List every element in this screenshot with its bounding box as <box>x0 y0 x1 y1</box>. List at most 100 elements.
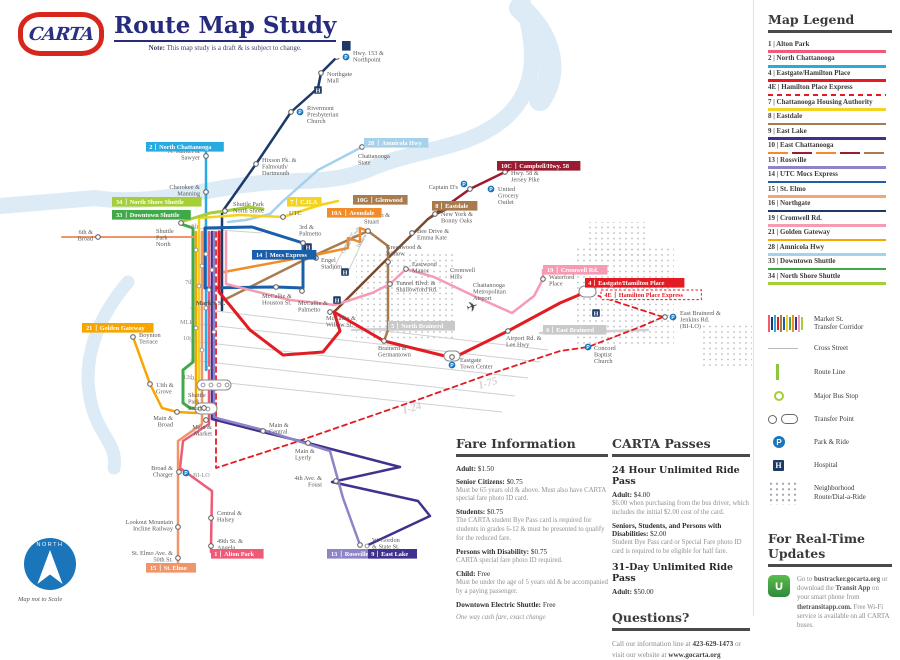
legend-route-15: 15 | St. Elmo <box>768 185 892 198</box>
map-stop <box>300 240 306 246</box>
svg-text:Rossville: Rossville <box>345 551 369 558</box>
fare-item-label: Downtown Electric Shuttle: Free <box>456 601 556 609</box>
legend-route-line-sample <box>768 180 886 184</box>
legend-route-14: 14 | UTC Mocs Express <box>768 171 892 184</box>
stop-label: McCallie &Willow St. <box>326 315 356 329</box>
svg-text:28: 28 <box>368 140 374 147</box>
cross-street-line <box>189 378 503 413</box>
svg-text:Glenwood: Glenwood <box>375 197 403 204</box>
svg-text:10A: 10A <box>331 210 342 217</box>
map-stop <box>385 259 391 265</box>
bus-stop-dot <box>193 325 199 331</box>
hospital-icon: H <box>768 459 814 471</box>
svg-text:H: H <box>343 269 348 276</box>
stop-label: 6th &Broad <box>78 229 94 243</box>
emphasis-text: www.gocarta.org <box>668 650 721 659</box>
bus-stop-dot <box>211 329 217 335</box>
stop-label: St. Elmo Ave. &50th St. <box>132 550 174 564</box>
emphasis-text: 423-629-1473 <box>692 640 734 649</box>
svg-text:Avondale: Avondale <box>349 210 374 217</box>
legend-route-label: 34 | North Shore Shuttle <box>768 271 841 280</box>
svg-text:Eastgate/Hamilton Place: Eastgate/Hamilton Place <box>598 280 664 287</box>
carta-logo: CARTA <box>18 12 104 56</box>
updates-row: ∪ Go to bustracker.gocarta.org or downlo… <box>768 575 892 630</box>
map-stop <box>175 524 181 530</box>
bus-stop-dot <box>224 382 230 388</box>
route-line-icon <box>768 364 814 381</box>
legend-route-line-sample <box>768 50 886 54</box>
park-and-ride-icon: P <box>669 313 677 321</box>
legend-route-4: 4 | Eastgate/Hamilton Place <box>768 68 892 83</box>
river <box>0 0 540 214</box>
legend-route-label: 19 | Cromwell Rd. <box>768 213 822 222</box>
bus-stop-dot <box>200 382 206 388</box>
svg-text:33: 33 <box>116 212 122 219</box>
map-stop <box>359 144 365 150</box>
legend-route-16: 16 | Northgate <box>768 199 892 213</box>
neighborhood-dot-area <box>700 322 752 368</box>
map-scale-note: Map not to Scale <box>18 596 63 603</box>
pass-item-desc: $6.00 when purchasing from the bus drive… <box>612 500 749 516</box>
legend-route-line-sample <box>768 166 886 169</box>
legend-route-label: 1 | Alton Park <box>768 40 810 48</box>
legend-route-label: 4 | Eastgate/Hamilton Place <box>768 68 851 77</box>
svg-text:East Brainerd: East Brainerd <box>556 327 594 334</box>
svg-text:4E: 4E <box>604 292 611 299</box>
map-stop <box>365 228 371 234</box>
legend-symbol-label: Route Line <box>814 367 846 376</box>
map-stop <box>333 478 339 484</box>
legend-route-line-sample <box>768 122 886 126</box>
svg-text:North Chattanooga: North Chattanooga <box>159 144 212 151</box>
map-stop <box>208 515 214 521</box>
legend-symbol-label: Transfer Point <box>814 414 854 423</box>
map-stop <box>381 338 387 344</box>
legend-symbol-label: Neighborhood Route/Dial-a-Ride <box>814 484 866 502</box>
park-and-ride-icon: P <box>584 343 592 351</box>
pass-item: Adult: $50.00 <box>612 588 750 596</box>
stop-label: Hwy. 58 &Jersey Pike <box>511 170 540 184</box>
legend-route-line-sample <box>768 238 886 242</box>
map-stop <box>176 469 182 475</box>
bus-stop-dot <box>203 305 209 311</box>
stop-label: Airport Rd. &Lee Hwy <box>506 335 542 349</box>
logo-text: CARTA <box>27 23 95 45</box>
svg-text:Eastdale: Eastdale <box>445 203 468 210</box>
legend-route-label: 28 | Amnicola Hwy <box>768 242 825 251</box>
map-stop <box>432 211 438 217</box>
route-line-4E <box>215 231 664 469</box>
fare-label: Persons with Disability: <box>456 547 530 556</box>
pass-heading: 24 Hour Unlimited Ride Pass <box>612 465 740 487</box>
legend-symbol-label: Hospital <box>814 460 838 469</box>
route-line-8 <box>332 204 456 314</box>
compass-label: NORTH <box>36 542 64 548</box>
fare-item-label: Students: $0.75 <box>456 508 504 517</box>
stop-label: Central &Halsey <box>217 510 242 524</box>
route-line-13 <box>212 230 362 547</box>
pass-item: Seniors, Students, and Persons with Disa… <box>612 522 750 556</box>
map-stop <box>273 284 279 290</box>
map-stop <box>357 542 363 548</box>
fare-item-desc: The CARTA student Bye Pass card is requi… <box>456 517 605 542</box>
svg-text:8: 8 <box>435 203 438 210</box>
legend-symbol-label: Major Bus Stop <box>814 391 859 400</box>
airplane-icon: ✈ <box>464 298 480 317</box>
svg-text:H: H <box>335 297 340 304</box>
legend-route-label: 21 | Golden Gateway <box>768 228 831 237</box>
pass-item: Adult: $4.00$6.00 when purchasing from t… <box>612 491 750 517</box>
map-stop <box>178 220 184 226</box>
map-stop <box>203 189 209 195</box>
legend-route-label: 33 | Downtown Shuttle <box>768 257 836 266</box>
updates-title: For Real-Time Updates <box>768 531 892 568</box>
transit-app-icon: ∪ <box>768 575 790 598</box>
